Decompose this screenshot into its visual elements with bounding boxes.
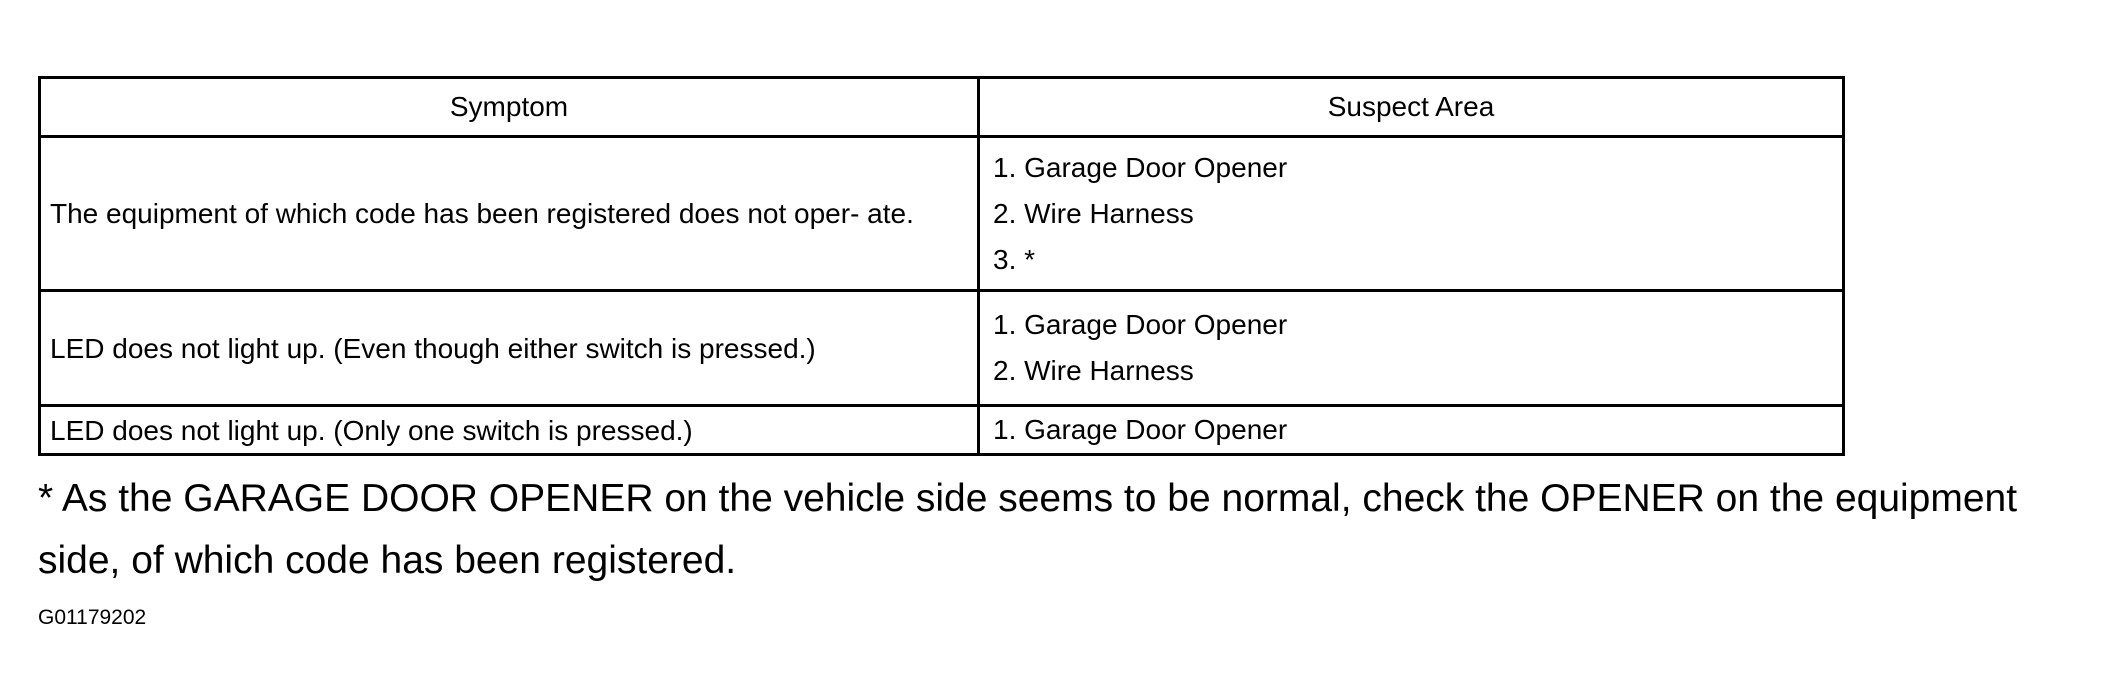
symptom-text: The equipment of which code has been reg… xyxy=(50,198,914,229)
suspect-area-cell: 1. Garage Door Opener 2. Wire Harness xyxy=(977,289,1845,407)
symptom-cell: The equipment of which code has been reg… xyxy=(38,135,980,292)
suspect-area-item: 2. Wire Harness xyxy=(993,197,1194,229)
symptom-table: Symptom Suspect Area The equipment of wh… xyxy=(38,76,1845,456)
symptom-column-header: Symptom xyxy=(38,76,980,138)
suspect-area-cell: 1. Garage Door Opener xyxy=(977,404,1845,456)
suspect-area-item: 1. Garage Door Opener xyxy=(993,151,1288,183)
suspect-area-item: 1. Garage Door Opener xyxy=(993,414,1288,445)
suspect-area-list: 1. Garage Door Opener 2. Wire Harness 3.… xyxy=(980,145,1842,283)
suspect-area-column-header: Suspect Area xyxy=(977,76,1845,138)
table-row: The equipment of which code has been reg… xyxy=(38,135,1845,292)
table-header-row: Symptom Suspect Area xyxy=(38,76,1845,138)
table-row: LED does not light up. (Only one switch … xyxy=(38,404,1845,456)
suspect-area-list: 1. Garage Door Opener 2. Wire Harness xyxy=(980,302,1842,394)
table-row: LED does not light up. (Even though eith… xyxy=(38,289,1845,407)
suspect-area-list: 1. Garage Door Opener xyxy=(980,407,1842,453)
symptom-text: LED does not light up. (Even though eith… xyxy=(50,332,816,364)
footnote: * As the GARAGE DOOR OPENER on the vehic… xyxy=(38,477,2018,582)
suspect-area-item: 3. * xyxy=(993,243,1036,275)
suspect-area-cell: 1. Garage Door Opener 2. Wire Harness 3.… xyxy=(977,135,1845,292)
symptom-cell: LED does not light up. (Only one switch … xyxy=(38,404,980,456)
figure-code: G01179202 xyxy=(38,606,147,629)
symptom-text: LED does not light up. (Only one switch … xyxy=(50,414,693,446)
symptom-cell: LED does not light up. (Even though eith… xyxy=(38,289,980,407)
suspect-area-item: 1. Garage Door Opener xyxy=(993,309,1288,340)
suspect-area-item: 2. Wire Harness xyxy=(993,355,1194,386)
